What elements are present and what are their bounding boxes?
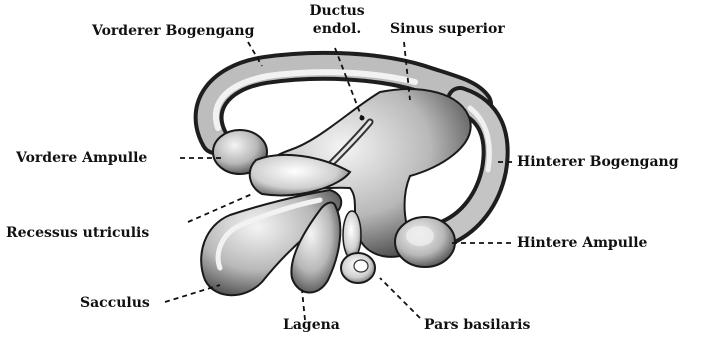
- label-ductus-line1: Ductus: [304, 4, 370, 19]
- lagena-lobe: [343, 211, 361, 259]
- label-vorderer-bogengang: Vorderer Bogengang: [92, 24, 254, 39]
- label-hinterer-bogengang: Hinterer Bogengang: [517, 155, 679, 170]
- label-vordere-ampulle: Vordere Ampulle: [16, 151, 147, 166]
- label-hintere-ampulle: Hintere Ampulle: [517, 236, 647, 251]
- label-sacculus: Sacculus: [80, 296, 150, 311]
- label-lagena: Lagena: [283, 318, 340, 333]
- label-pars-basilaris: Pars basilaris: [424, 318, 530, 333]
- label-sinus-superior: Sinus superior: [390, 22, 505, 37]
- label-recessus-utriculis: Recessus utriculis: [6, 226, 149, 241]
- label-ductus-line2: endol.: [304, 22, 370, 37]
